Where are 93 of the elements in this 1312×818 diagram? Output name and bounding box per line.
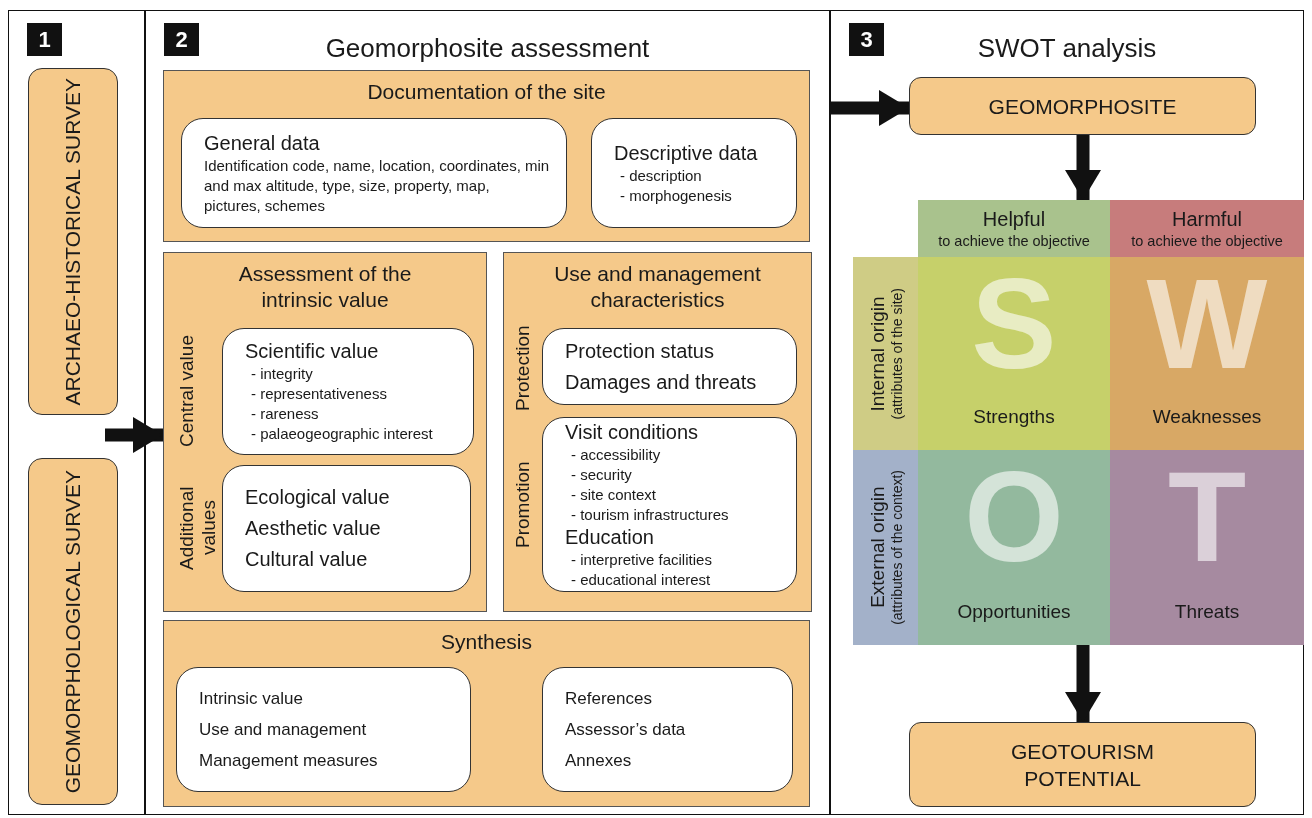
arrow [1065, 135, 1101, 200]
item-label: Management measures [199, 750, 379, 772]
row-heading: External origin [866, 485, 889, 611]
item-label: Intrinsic value [199, 688, 304, 710]
content-card [181, 118, 567, 228]
list-item: - rareness [250, 404, 320, 424]
quadrant-label: Opportunities [957, 601, 1071, 623]
list-item: - accessibility [570, 444, 662, 465]
list-item: - tourism infrastructures [570, 504, 730, 525]
card-heading: Visit conditions [565, 419, 700, 445]
survey-box [28, 458, 118, 805]
quadrant-label: Strengths [973, 406, 1055, 428]
description-text: Identification code, name, location, coordinates, min and max altitude, type, size, property, map, pictures, schemes [204, 155, 550, 216]
section-title: Assessment of the intrinsic value [237, 261, 413, 313]
list-item: - representativeness [250, 384, 388, 404]
survey-label: GEOMORPHOLOGICAL SURVEY [60, 469, 85, 794]
stage-label: GEOTOURISM POTENTIAL [1009, 738, 1156, 792]
arrow [1065, 645, 1101, 722]
content-card [222, 328, 474, 455]
number-badge: 3 [849, 23, 884, 56]
section-title: Synthesis [440, 629, 532, 655]
content-card [591, 118, 797, 228]
section-box [163, 70, 810, 242]
list-item: - interpretive facilities [570, 549, 713, 570]
content-card [542, 328, 797, 405]
swot-cell [918, 257, 1110, 450]
section-title: Use and management characteristics [553, 261, 762, 313]
section-box [163, 620, 810, 807]
card-heading: General data [204, 130, 321, 156]
list-item: - description [619, 165, 703, 186]
stage-box [909, 77, 1256, 135]
stage-label: GEOMORPHOSITE [988, 93, 1177, 120]
survey-box [28, 68, 118, 415]
content-card [542, 417, 797, 592]
section-title: Documentation of the site [367, 79, 606, 105]
swot-cell [1110, 450, 1304, 645]
swot-letter: S [971, 259, 1057, 389]
card-heading: Scientific value [245, 339, 380, 364]
header-cell [918, 200, 1110, 257]
list-item: - site context [570, 484, 658, 505]
list-item: - palaeogeographic interest [250, 424, 434, 444]
swot-letter: O [964, 452, 1064, 582]
content-card [222, 465, 471, 592]
row-subheading: (attributes of the context) [888, 470, 905, 625]
panel-frame [8, 10, 145, 815]
item-label: Assessor’s data [565, 719, 687, 741]
row-header-cell [853, 450, 918, 645]
side-label: Central value [176, 334, 198, 449]
section-box [163, 252, 487, 612]
card-heading: Education [565, 524, 655, 550]
list-item: - integrity [250, 364, 314, 384]
column-subheading: to achieve the objective [1131, 231, 1283, 251]
content-card [542, 667, 793, 792]
number-badge: 2 [164, 23, 199, 56]
column-subheading: to achieve the objective [938, 231, 1090, 251]
side-label: Promotion [512, 460, 534, 550]
survey-label: ARCHAEO-HISTORICAL SURVEY [60, 77, 85, 406]
card-heading: Descriptive data [614, 140, 759, 166]
row-heading: Internal origin [866, 294, 889, 414]
item-label: References [565, 688, 653, 710]
swot-letter: T [1167, 452, 1247, 582]
list-item: - morphogenesis [619, 185, 733, 206]
panel-title: Geomorphosite assessment [325, 33, 650, 63]
side-label: Protection [512, 324, 534, 413]
item-label: Cultural value [245, 547, 369, 572]
item-label: Aesthetic value [245, 516, 382, 541]
row-subheading: (attributes of the site) [888, 287, 905, 420]
panel-frame [830, 10, 1304, 815]
quadrant-label: Threats [1174, 601, 1240, 623]
number-badge: 1 [27, 23, 62, 56]
arrow [830, 90, 909, 126]
list-item: - educational interest [570, 569, 712, 590]
panel-title: SWOT analysis [977, 33, 1157, 63]
item-label: Damages and threats [565, 369, 758, 395]
item-label: Annexes [565, 750, 633, 772]
arrow [105, 417, 163, 453]
column-heading: Harmful [1172, 206, 1242, 231]
item-label: Use and management [199, 719, 368, 741]
item-label: Protection status [565, 338, 715, 364]
content-card [176, 667, 471, 792]
section-box [503, 252, 812, 612]
column-heading: Helpful [982, 206, 1046, 231]
stage-box [909, 722, 1256, 807]
panel-frame [145, 10, 830, 815]
header-cell [1110, 200, 1304, 257]
swot-cell [1110, 257, 1304, 450]
row-header-cell [853, 257, 918, 450]
swot-cell [918, 450, 1110, 645]
quadrant-label: Weaknesses [1152, 406, 1262, 428]
swot-letter: W [1146, 259, 1268, 389]
item-label: Ecological value [245, 485, 391, 510]
list-item: - security [570, 464, 633, 485]
side-label: Additional values [176, 485, 220, 572]
